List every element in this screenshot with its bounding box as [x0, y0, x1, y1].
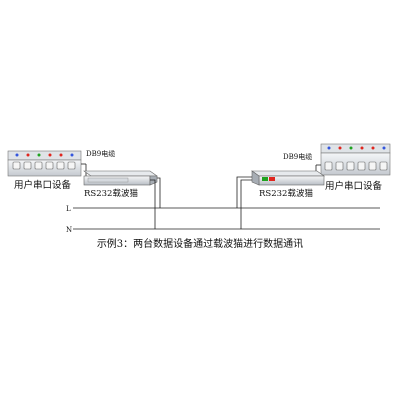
right-modem-green-led — [262, 177, 268, 181]
left-device-label: 用户串口设备 — [14, 179, 72, 191]
right-user-serial-device — [320, 143, 391, 176]
left-user-serial-device — [7, 150, 82, 177]
left-rs232-modem — [83, 170, 158, 186]
power-lines — [73, 207, 380, 230]
right-device-ports — [324, 161, 388, 171]
left-modem-power-cable — [150, 177, 161, 229]
left-device-leds — [15, 153, 74, 157]
left-cable-label: DB9电缆 — [86, 149, 115, 158]
right-rs232-modem — [251, 170, 325, 186]
right-modem-power-cable — [236, 176, 252, 229]
right-device-leds — [327, 146, 386, 150]
neutral-line-label: N — [66, 226, 72, 234]
right-modem-label: RS232载波猫 — [259, 188, 313, 199]
live-line-label: L — [66, 205, 71, 213]
right-cable-label: DB9电缆 — [283, 152, 312, 161]
left-device-ports — [12, 161, 76, 170]
figure-caption: 示例3：两台数据设备通过载波猫进行数据通讯 — [96, 239, 304, 250]
left-modem-label: RS232载波猫 — [84, 188, 138, 199]
right-modem-red-led — [269, 177, 275, 181]
left-db9-cable — [81, 163, 87, 176]
right-device-label: 用户串口设备 — [325, 180, 383, 192]
